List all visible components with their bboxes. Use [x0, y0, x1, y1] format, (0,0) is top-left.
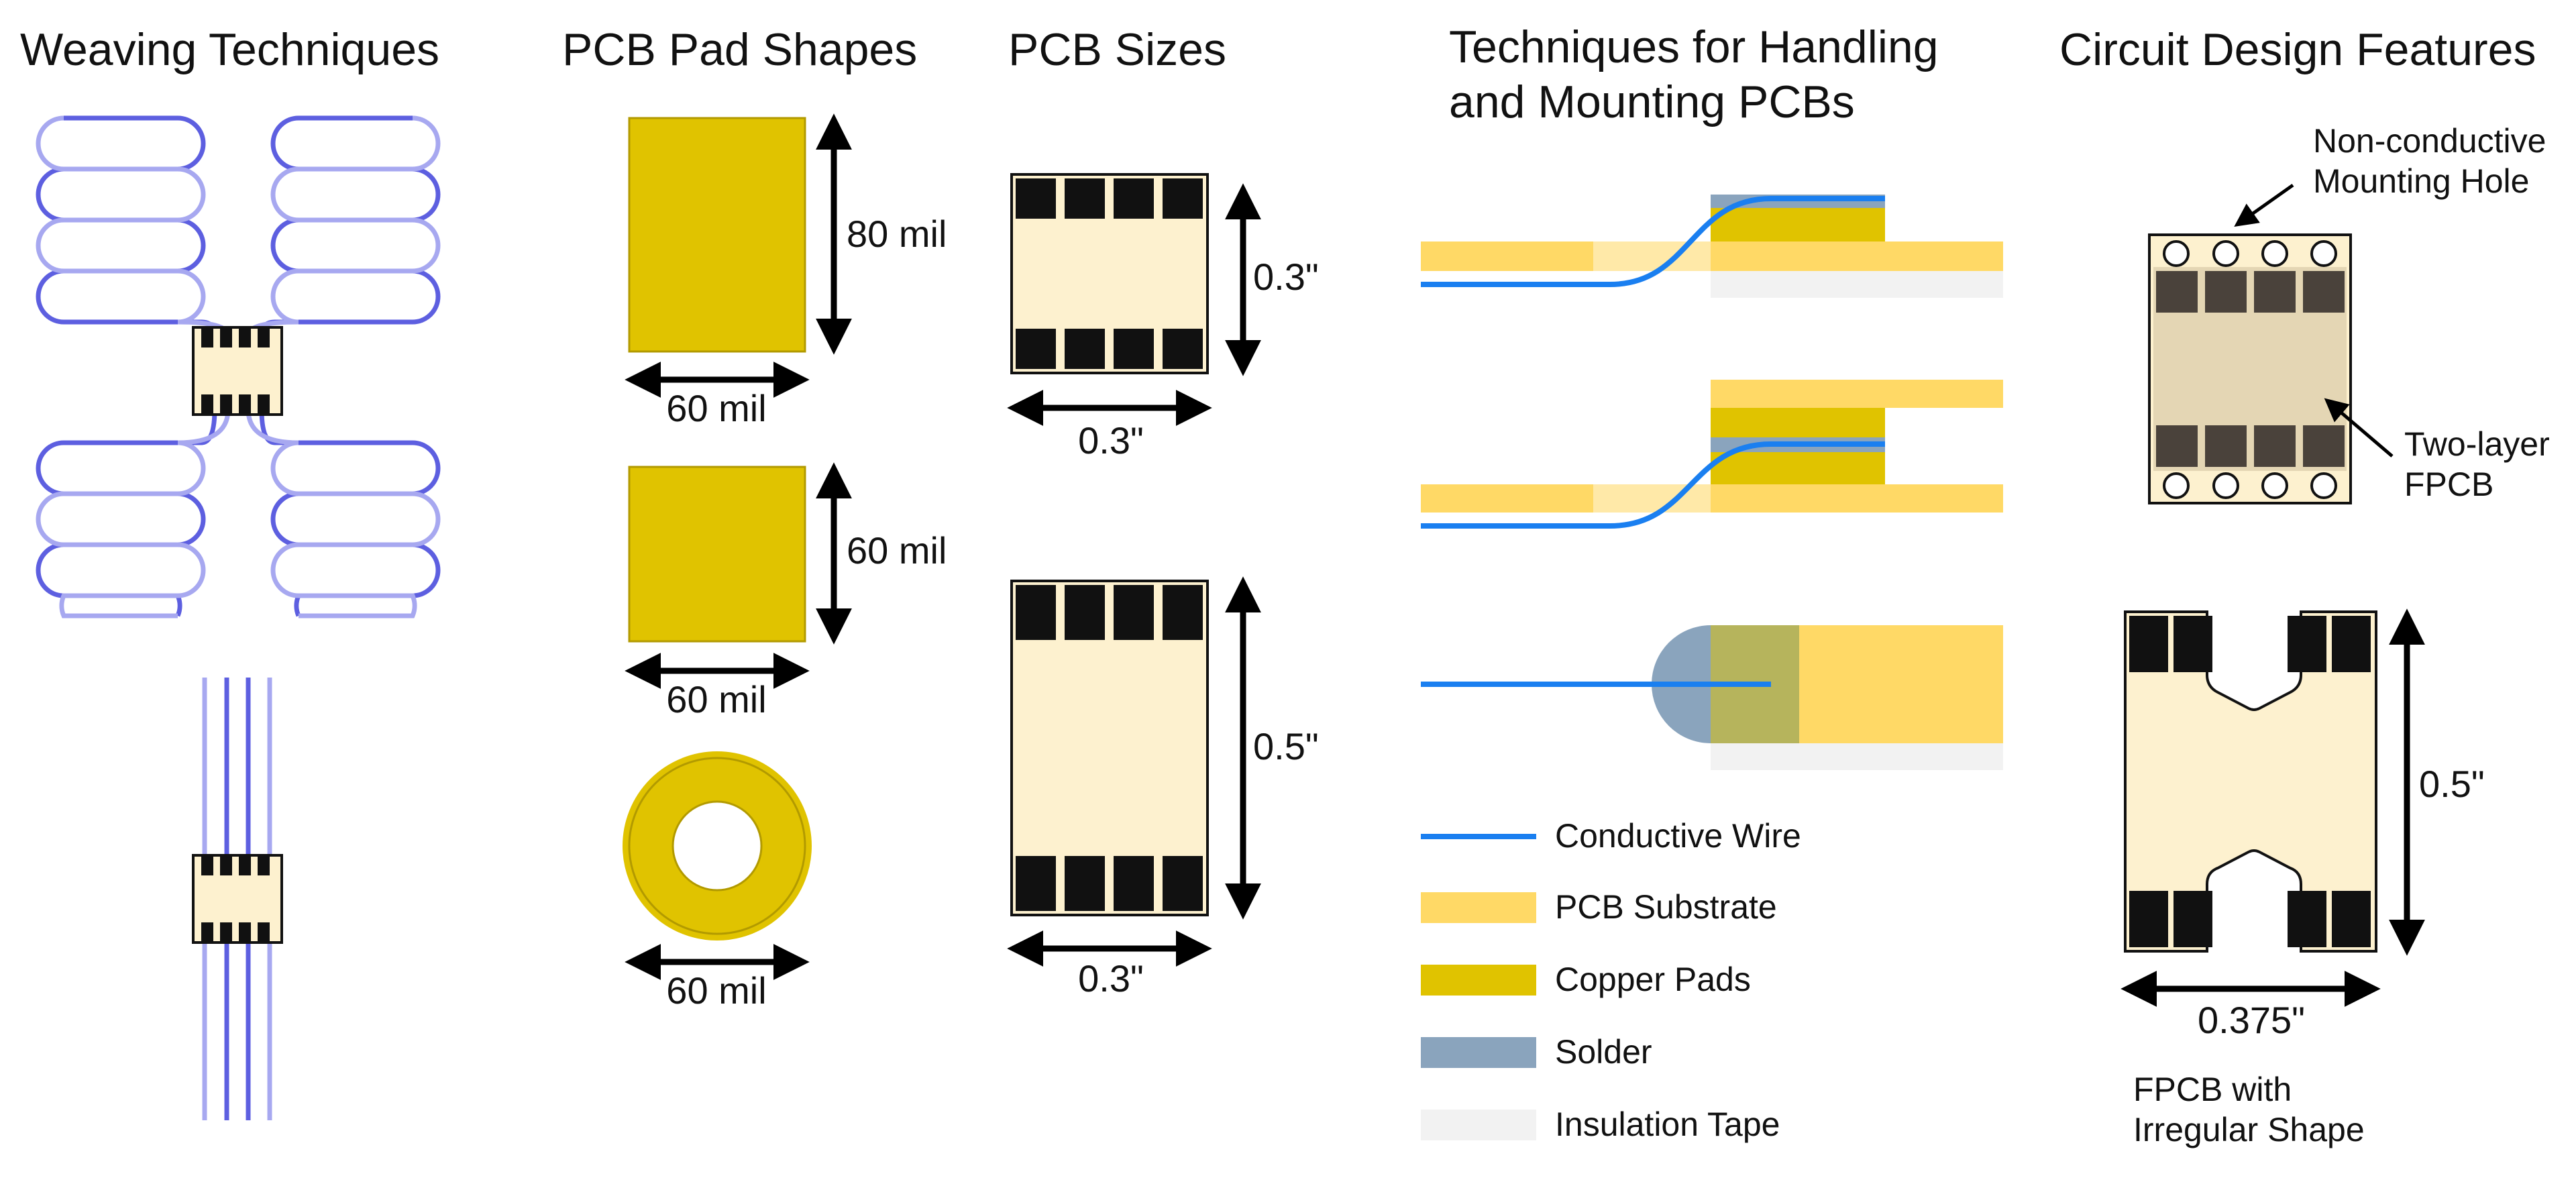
- square-pad: [628, 466, 806, 643]
- pcb-large-width-label: 0.3": [1078, 957, 1144, 1000]
- weaving-straight-group: [192, 678, 283, 1120]
- pcb-small: [1010, 173, 1209, 374]
- pcb-large: [1010, 580, 1209, 916]
- ring-pad-hole: [672, 800, 763, 892]
- wire-left-lower-dark: [36, 409, 217, 617]
- irregular-width-label: 0.375": [2198, 999, 2305, 1041]
- irregular-caption-line2: Irregular Shape: [2133, 1111, 2365, 1148]
- irregular-fpcb: [2124, 610, 2377, 953]
- wire-left-upper-dark: [36, 115, 217, 336]
- square-pad-height-label: 60 mil: [847, 529, 947, 572]
- ring-pad-width-label: 60 mil: [666, 969, 766, 1012]
- two-layer-label-line1: Two-layer: [2404, 425, 2550, 463]
- handling-title-line1: Techniques for Handling: [1449, 21, 1939, 72]
- pcb-sizes-group: 0.3" 0.3" 0.5" 0.3": [1007, 173, 1319, 1000]
- irregular-height-label: 0.5": [2419, 763, 2485, 805]
- legend-label-tape: Insulation Tape: [1555, 1106, 1780, 1143]
- pcb-small-width-label: 0.3": [1078, 419, 1144, 462]
- mounting-hole-pointer: [2234, 183, 2294, 227]
- pad-shapes-title: PCB Pad Shapes: [562, 24, 918, 75]
- mounting-hole-label-line1: Non-conductive: [2313, 122, 2546, 160]
- legend-label-wire: Conductive Wire: [1555, 817, 1801, 855]
- mounting-hole-label-line2: Mounting Hole: [2313, 162, 2530, 200]
- wire-right-lower-light: [246, 409, 441, 619]
- woven-chip-upper: [192, 326, 283, 416]
- circuit-features-title: Circuit Design Features: [2059, 24, 2536, 75]
- weaving-serpentine-group: [36, 115, 441, 619]
- wire-left-upper-light: [36, 115, 231, 336]
- wire-right-lower-dark: [259, 409, 441, 617]
- ring-pad: [623, 751, 812, 941]
- handling-technique-1: [1421, 195, 2003, 298]
- legend-label-copper: Copper Pads: [1555, 961, 1751, 998]
- rect-pad-width-label: 60 mil: [666, 387, 766, 429]
- handling-title-line2: and Mounting PCBs: [1449, 76, 1855, 127]
- handling-technique-3: [1421, 625, 2003, 770]
- square-pad-width-label: 60 mil: [666, 678, 766, 720]
- wire-right-upper-light: [246, 115, 441, 336]
- legend-swatch-copper: [1421, 965, 1536, 996]
- weaving-title: Weaving Techniques: [20, 24, 440, 75]
- pcb-small-height-label: 0.3": [1253, 256, 1319, 298]
- legend-swatch-tape: [1421, 1110, 1536, 1140]
- two-layer-label-line2: FPCB: [2404, 466, 2494, 503]
- handling-technique-2: [1421, 380, 2003, 529]
- pcb-sizes-title: PCB Sizes: [1008, 24, 1226, 75]
- pad-shapes-group: 80 mil 60 mil 60 mil 60 mil 60 mil: [623, 113, 947, 1012]
- two-layer-pointer: [2324, 398, 2394, 458]
- wire-left-lower-light: [36, 409, 231, 619]
- legend-label-solder: Solder: [1555, 1033, 1652, 1071]
- legend: [1421, 834, 1536, 1140]
- legend-swatch-substrate: [1421, 892, 1536, 923]
- rect-pad-height-label: 80 mil: [847, 213, 947, 255]
- irregular-caption-line1: FPCB with: [2133, 1071, 2292, 1108]
- ring-pad-outline: [628, 757, 806, 935]
- woven-chip-lower: [192, 854, 283, 944]
- pcb-large-height-label: 0.5": [1253, 725, 1319, 767]
- legend-label-substrate: PCB Substrate: [1555, 888, 1777, 926]
- rect-pad: [628, 117, 806, 353]
- wire-right-upper-dark: [259, 115, 441, 336]
- two-layer-fpcb: [2148, 233, 2352, 504]
- legend-swatch-solder: [1421, 1037, 1536, 1068]
